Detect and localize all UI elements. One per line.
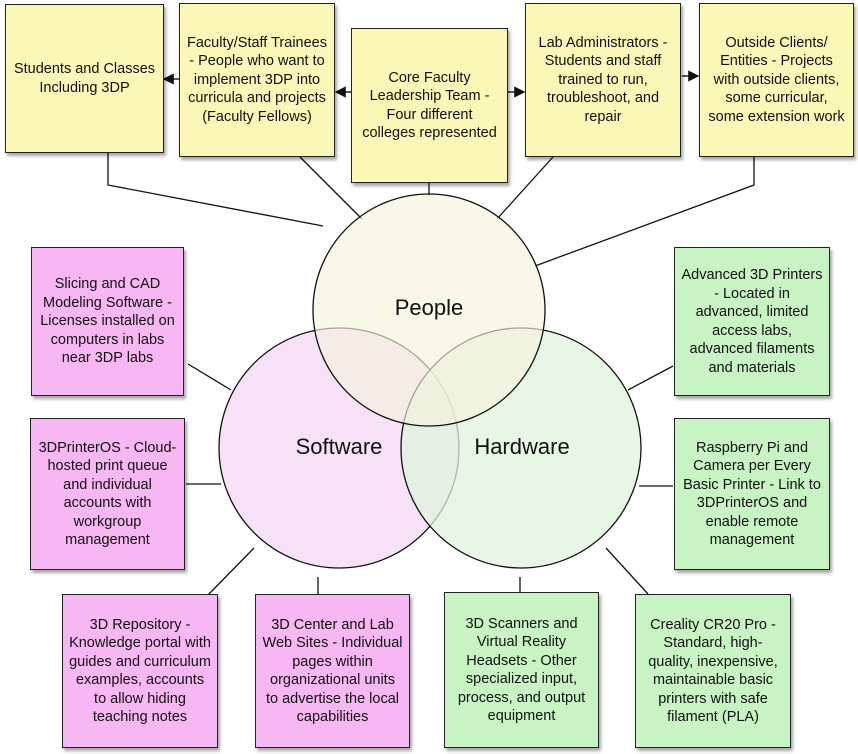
people-circle	[312, 193, 546, 427]
core-faculty-box: Core Faculty Leadership Team - Four diff…	[351, 28, 508, 183]
software-circle-label: Software	[295, 434, 383, 459]
people-circle-label: People	[394, 295, 464, 320]
hardware-circle-label: Hardware	[474, 434, 570, 459]
web-sites-box: 3D Center and Lab Web Sites - Individual…	[255, 594, 410, 748]
raspberry-pi-box: Raspberry Pi and Camera per Every Basic …	[674, 418, 830, 570]
slicing-software-box: Slicing and CAD Modeling Software - Lice…	[31, 247, 184, 396]
connector-repository	[207, 547, 255, 596]
connector-students	[107, 153, 324, 227]
faculty-trainees-box: Faculty/Staff Trainees - People who want…	[179, 3, 335, 157]
3d-repository-box: 3D Repository - Knowledge portal with gu…	[62, 594, 218, 748]
creality-printers-box: Creality CR20 Pro - Standard, high-quali…	[635, 594, 791, 748]
advanced-printers-box: Advanced 3D Printers - Located in advanc…	[674, 247, 830, 396]
students-box: Students and Classes Including 3DP	[5, 4, 164, 153]
outside-clients-box: Outside Clients/ Entities - Projects wit…	[699, 3, 854, 157]
connector-trainees	[299, 156, 363, 220]
connector-advanced	[627, 365, 674, 391]
connector-creality	[605, 547, 649, 595]
connector-lab-admins	[496, 156, 554, 220]
3d-scanners-box: 3D Scanners and Virtual Reality Headsets…	[444, 592, 599, 748]
connector-outside-clients	[534, 157, 755, 267]
connector-slicing	[187, 363, 232, 391]
3dprinteros-box: 3DPrinterOS - Cloud-hosted print queue a…	[30, 418, 185, 570]
lab-administrators-box: Lab Administrators - Students and staff …	[525, 3, 681, 157]
